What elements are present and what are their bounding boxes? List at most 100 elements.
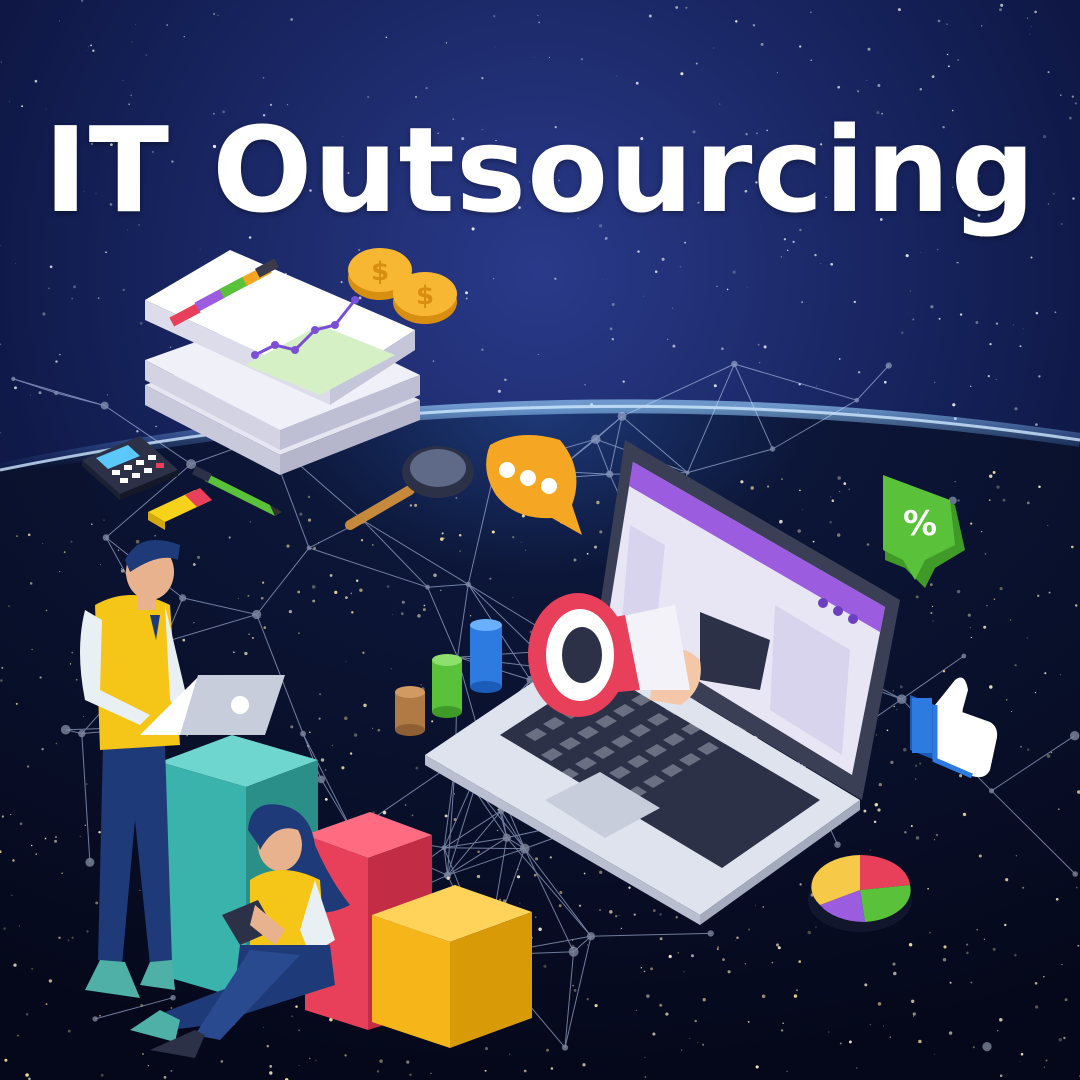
city-light <box>12 859 15 862</box>
star <box>88 46 89 48</box>
city-light <box>954 481 956 483</box>
city-light <box>1044 672 1047 675</box>
city-light <box>1043 976 1045 978</box>
mesh-node <box>92 1016 98 1022</box>
city-light <box>970 981 973 984</box>
city-light <box>55 742 58 745</box>
city-light <box>350 592 353 595</box>
mesh-line <box>991 790 1076 875</box>
city-light <box>747 1021 750 1023</box>
city-light <box>251 637 254 639</box>
star <box>938 317 941 320</box>
city-light <box>807 930 812 935</box>
star <box>212 144 217 149</box>
city-light <box>911 999 915 1003</box>
city-light <box>716 948 719 951</box>
star <box>692 130 696 134</box>
mesh-line <box>734 363 857 401</box>
keyboard-key <box>627 755 649 768</box>
city-light <box>883 1025 884 1027</box>
city-light <box>848 488 851 491</box>
city-light <box>996 485 1000 489</box>
city-light <box>771 961 774 964</box>
city-light <box>843 482 847 485</box>
city-light <box>734 939 736 941</box>
city-light <box>970 522 973 525</box>
star <box>930 305 934 309</box>
star <box>825 196 827 198</box>
mesh-node <box>519 843 530 854</box>
star <box>518 206 521 209</box>
city-light <box>26 765 30 768</box>
keyboard-key <box>665 702 687 715</box>
city-light <box>915 836 920 840</box>
city-light <box>993 598 996 600</box>
city-light <box>100 564 101 566</box>
mesh-line <box>444 847 525 850</box>
city-light <box>489 577 492 580</box>
star <box>732 270 736 274</box>
city-light <box>29 582 33 585</box>
city-light <box>1034 691 1037 694</box>
star <box>713 384 717 388</box>
star <box>248 236 252 239</box>
city-light <box>90 523 93 526</box>
city-light <box>228 536 231 539</box>
mesh-line <box>564 951 575 1048</box>
city-light <box>966 951 969 955</box>
city-light <box>414 503 418 507</box>
city-light <box>353 733 358 737</box>
star <box>375 148 377 149</box>
star <box>783 238 787 241</box>
mesh-line <box>609 416 623 475</box>
city-light <box>1020 1052 1024 1056</box>
star <box>937 249 939 251</box>
city-light <box>904 830 907 834</box>
star <box>1013 185 1016 188</box>
star <box>672 344 676 348</box>
mesh-node <box>179 594 187 602</box>
city-light <box>620 927 623 930</box>
city-light <box>870 849 871 851</box>
star <box>711 201 713 203</box>
keyboard-key <box>559 737 581 750</box>
city-light <box>755 1065 759 1069</box>
star <box>786 249 789 252</box>
city-light <box>929 583 933 586</box>
mesh-node <box>988 788 995 794</box>
mesh-line <box>772 399 858 450</box>
city-light <box>927 887 929 890</box>
city-light <box>675 916 678 919</box>
star <box>648 14 652 18</box>
city-light <box>67 1029 71 1033</box>
city-light <box>668 954 672 959</box>
star <box>980 25 983 27</box>
star <box>166 24 169 26</box>
city-light <box>263 626 267 629</box>
city-light <box>919 762 922 765</box>
star <box>995 322 999 325</box>
keyboard-key <box>715 731 737 744</box>
star <box>795 154 798 157</box>
city-light <box>70 540 73 543</box>
star <box>599 224 603 228</box>
city-light <box>976 929 978 931</box>
city-light <box>559 890 563 895</box>
star <box>481 76 484 80</box>
city-light <box>534 857 539 861</box>
city-light <box>291 1015 294 1018</box>
city-light <box>491 530 495 534</box>
city-light <box>989 685 993 689</box>
city-light <box>799 883 802 886</box>
city-light <box>659 1003 663 1007</box>
star <box>71 297 74 300</box>
city-light <box>1004 923 1007 927</box>
city-light <box>261 581 265 584</box>
star <box>853 300 856 304</box>
star <box>810 59 812 61</box>
star <box>21 105 23 108</box>
star <box>55 360 58 363</box>
city-light <box>28 1077 31 1080</box>
city-light <box>571 944 575 949</box>
